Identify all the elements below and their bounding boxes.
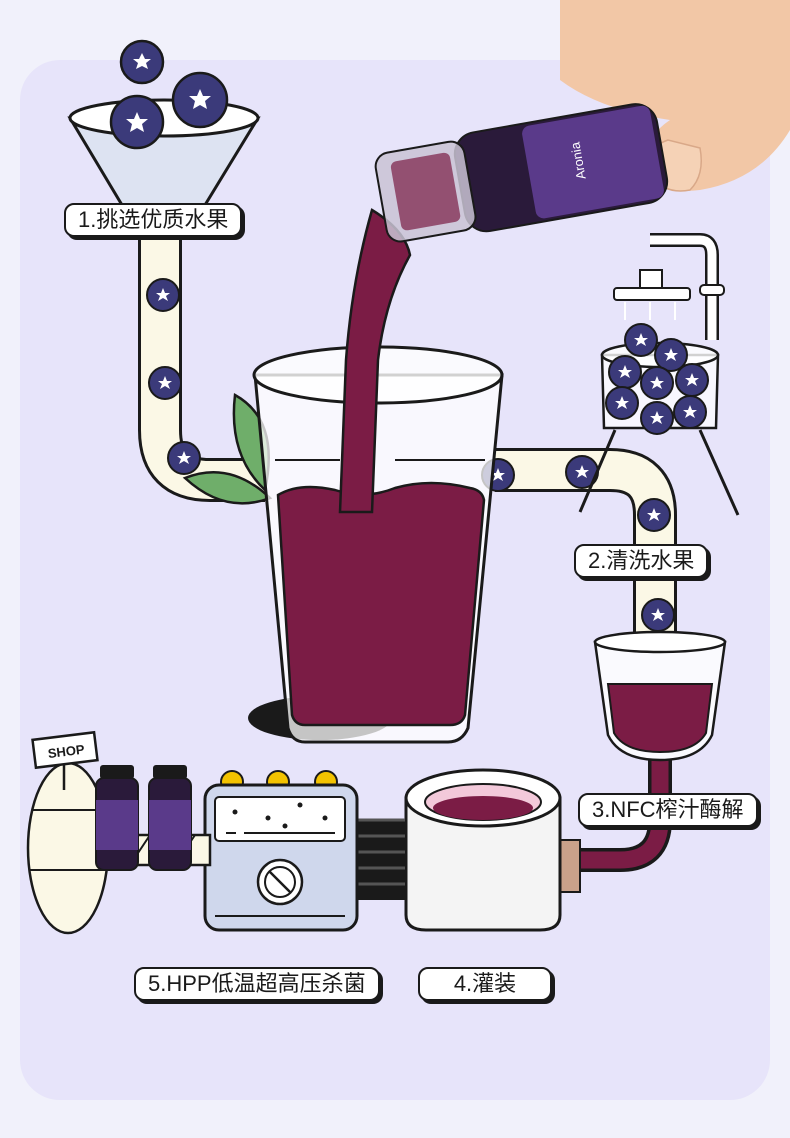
- filling-machine: [404, 768, 581, 932]
- hpp-machine: [203, 770, 359, 932]
- blueberry-icon: [673, 395, 707, 429]
- blueberry-icon: [608, 355, 642, 389]
- shower-icon: [613, 269, 691, 320]
- step-label-hpp: 5.HPP低温超高压杀菌: [134, 967, 380, 1001]
- product-bottle: [148, 765, 192, 871]
- blueberry-icon: [624, 323, 658, 357]
- blueberry-icon: [675, 363, 709, 397]
- blueberry-icon: [640, 401, 674, 435]
- blueberry-icon: [641, 598, 675, 632]
- step-label-select: 1.挑选优质水果: [64, 203, 243, 237]
- blueberry-icon: [640, 366, 674, 400]
- falling-berries: [109, 39, 229, 150]
- shop-icon: SHOP: [26, 730, 110, 935]
- juice-glass: [252, 345, 504, 744]
- shop-sign-text: SHOP: [47, 742, 86, 761]
- bottle: Aronia: [374, 103, 669, 243]
- blueberry-icon: [605, 386, 639, 420]
- blueberry-icon: [637, 498, 671, 532]
- blueberry-icon: [148, 366, 182, 400]
- water-pipe: [650, 233, 725, 340]
- step-label-wash: 2.清洗水果: [574, 544, 709, 578]
- blueberry-icon: [146, 278, 180, 312]
- press-beaker: [593, 630, 727, 762]
- bottle-brand: Aronia: [567, 140, 588, 180]
- gauge-icon: [256, 858, 304, 906]
- product-bottle: [95, 765, 139, 871]
- step-label-nfc: 3.NFC榨汁酶解: [578, 793, 758, 827]
- blueberry-icon: [167, 441, 201, 475]
- funnel-icon: [67, 98, 261, 207]
- bellows-connector: [355, 818, 407, 900]
- step-label-fill: 4.灌装: [418, 967, 552, 1001]
